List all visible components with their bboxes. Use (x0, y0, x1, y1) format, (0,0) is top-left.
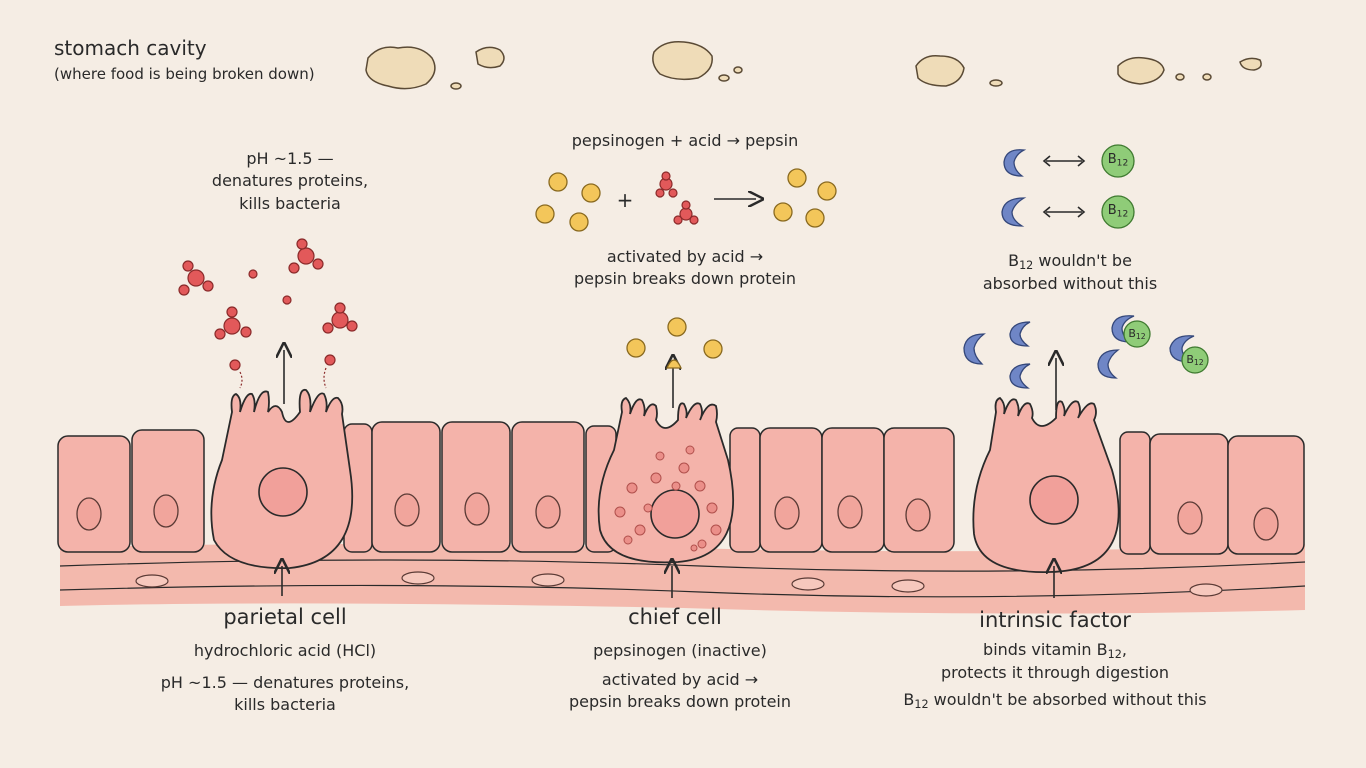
b12-subscript: 12 (914, 697, 929, 711)
chief-effect-line1: activated by acid → (601, 670, 759, 689)
chief-effect: activated by acid → pepsin breaks down p… (520, 669, 840, 714)
b12-letter: B (1008, 251, 1020, 270)
food-particle (915, 54, 965, 87)
intrinsic-description: binds vitamin B12, protects it through d… (880, 639, 1230, 712)
food-particle (1239, 57, 1262, 71)
food-particle (450, 82, 462, 90)
intrinsic-desc-line1: binds vitamin B12, (880, 639, 1230, 662)
parietal-cell (210, 389, 354, 569)
intrinsic-desc-line3: B12 wouldn't be absorbed without this (880, 689, 1230, 712)
food-particles (365, 40, 1262, 90)
food-particle (1202, 73, 1212, 81)
b12-badge-sub: 12 (1116, 209, 1129, 220)
intrinsic-desc-line2: protects it through digestion (940, 663, 1170, 683)
chief-top-note: activated by acid → pepsin breaks down p… (520, 246, 850, 291)
chief-equation: pepsinogen + acid → pepsin (571, 131, 799, 150)
b12-molecules (1101, 144, 1209, 374)
intrinsic-factor-cell (972, 396, 1120, 573)
parietal-cell-label: parietal cell (223, 605, 347, 629)
b12-badge-sub: 12 (1193, 357, 1204, 367)
epithelial-cells (57, 421, 1305, 555)
food-particle (718, 74, 730, 82)
intrinsic-desc-prefix: binds vitamin B (983, 640, 1108, 659)
b12-badge-sub: 12 (1116, 158, 1129, 169)
food-particle (652, 40, 713, 81)
b12-badge-base: B (1186, 353, 1194, 366)
b12-badge-base: B (1128, 327, 1136, 340)
b12-badge: B12 (1124, 326, 1150, 343)
parietal-top-note-line1: pH ~1.5 — (246, 149, 334, 168)
intrinsic-top-note-line2: absorbed without this (982, 274, 1158, 294)
parietal-effect-line2: kills bacteria (234, 695, 336, 715)
hcl-molecules (178, 171, 699, 371)
intrinsic-factor-label: intrinsic factor (979, 608, 1131, 632)
cavity-title: stomach cavity (54, 36, 207, 60)
b12-badge-base: B (1107, 152, 1117, 167)
b12-letter: B (903, 689, 915, 709)
chief-top-note-line2: pepsin breaks down protein (573, 269, 796, 289)
chief-cell-label: chief cell (628, 605, 722, 629)
chief-top-note-line1: activated by acid → (606, 247, 764, 266)
chief-effect-line2: pepsin breaks down protein (568, 692, 791, 712)
b12-badge: B12 (1102, 151, 1134, 170)
plus-sign: + (616, 188, 634, 212)
food-particle (733, 66, 743, 74)
b12-badge-base: B (1107, 203, 1117, 218)
b12-badge: B12 (1182, 352, 1208, 369)
intrinsic-desc-suffix: , (1121, 640, 1127, 659)
intrinsic-desc-rest: wouldn't be absorbed without this (928, 689, 1207, 709)
intrinsic-top-note-line1: B12 wouldn't be (940, 250, 1200, 273)
parietal-top-note-line2: denatures proteins, (211, 171, 369, 191)
chief-cell (597, 396, 735, 564)
food-particle (475, 46, 505, 69)
parietal-secretion: hydrochloric acid (HCl) (193, 641, 377, 660)
food-particle (1117, 56, 1165, 85)
epithelial-nuclei (76, 492, 1279, 541)
chief-secretion: pepsinogen (inactive) (593, 641, 767, 660)
b12-subscript: 12 (1019, 258, 1034, 272)
b12-badge: B12 (1102, 202, 1134, 221)
parietal-effect-line1: pH ~1.5 — denatures proteins, (160, 673, 410, 692)
food-particle (365, 46, 436, 90)
food-particle (1175, 73, 1185, 81)
parietal-top-note: pH ~1.5 — denatures proteins, kills bact… (150, 148, 430, 215)
b12-badge-sub: 12 (1135, 331, 1146, 341)
intrinsic-factor-molecules (963, 149, 1195, 389)
parietal-effect: pH ~1.5 — denatures proteins, kills bact… (130, 672, 440, 717)
arrows (282, 155, 1086, 598)
b12-subscript: 12 (1107, 647, 1122, 661)
cavity-subtitle: (where food is being broken down) (54, 65, 315, 83)
food-particle (989, 79, 1003, 87)
parietal-top-note-line3: kills bacteria (239, 193, 341, 213)
intrinsic-top-note-rest: wouldn't be (1033, 251, 1132, 270)
pepsin-granules (535, 168, 837, 369)
intrinsic-top-note: B12 wouldn't be absorbed without this (940, 250, 1200, 296)
